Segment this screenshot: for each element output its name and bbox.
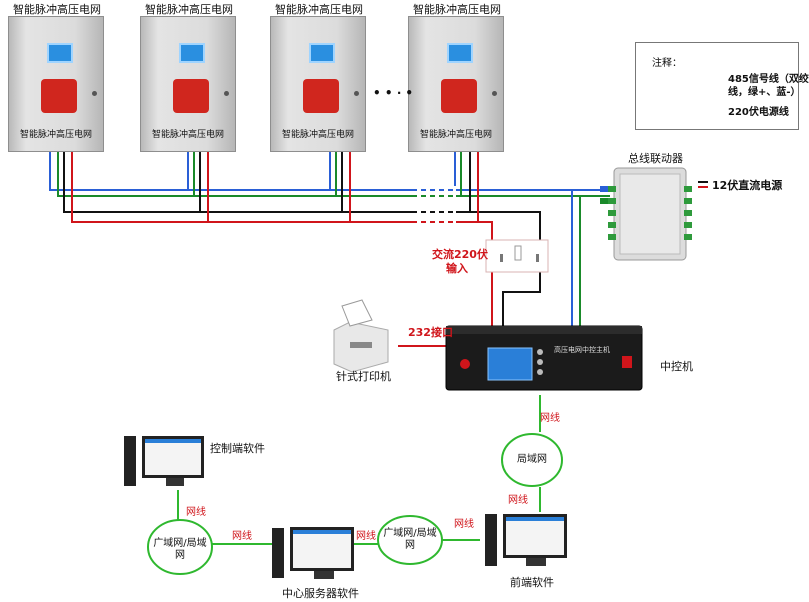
cabinet-panel-label: 智能脉冲高压电网 [281, 130, 354, 140]
cabinet-title: 智能脉冲高压电网 [413, 3, 501, 16]
legend-signal-line-label-2: 线，绿+、蓝-） [728, 87, 801, 98]
blue-bus-line [49, 150, 610, 191]
cabinet-panel-label: 智能脉冲高压电网 [19, 130, 92, 140]
wan-lan-ellipse-left [147, 519, 213, 575]
center-server-label: 中心服务器软件 [282, 587, 359, 600]
lan-ellipse [501, 433, 563, 487]
bus-linker-label: 总线联动器 [628, 152, 683, 165]
cable-label-left: 网线 [232, 531, 252, 542]
cabinet-lock [354, 91, 359, 96]
cabinet-screen [47, 43, 73, 63]
bus-linker-device [600, 167, 692, 261]
control-client-label: 控制端软件 [210, 442, 265, 455]
legend-signal-line-label-1: 485信号线（双绞 [728, 74, 809, 85]
controller-device [445, 325, 643, 391]
printer-device [333, 299, 389, 373]
cabinet-panel-label: 智能脉冲高压电网 [419, 130, 492, 140]
high-voltage-warning-icon [173, 79, 209, 113]
lan-label: 局域网 [517, 454, 547, 465]
cabinet-screen [309, 43, 335, 63]
computer-front-end [485, 514, 567, 566]
cabinet-title: 智能脉冲高压电网 [145, 3, 233, 16]
high-voltage-cabinet-3: 智能脉冲高压电网 智能脉冲高压电网 [270, 3, 366, 152]
ac-input-label-1: 交流220伏 [432, 248, 488, 261]
rs232-port-label: 232接口 [408, 326, 453, 339]
cabinet-lock [492, 91, 497, 96]
cabinet-screen [447, 43, 473, 63]
cabinet-ellipsis: • • ∙ • [373, 86, 414, 100]
black-power-line [63, 150, 541, 330]
dc-power-connector [698, 181, 708, 188]
wan-lan-label-right-2: 网 [405, 540, 415, 551]
computer-center-server [272, 527, 354, 579]
cabinet-screen [179, 43, 205, 63]
printer-label: 针式打印机 [336, 370, 391, 383]
legend-title: 注释： [652, 58, 682, 69]
ac-input-label-2: 输入 [446, 262, 468, 275]
front-end-label: 前端软件 [510, 576, 554, 589]
high-voltage-warning-icon [303, 79, 339, 113]
high-voltage-cabinet-4: 智能脉冲高压电网 智能脉冲高压电网 [408, 3, 504, 152]
legend-box: 注释： 485信号线（双绞 线，绿+、蓝-） 220伏电源线 [635, 42, 809, 130]
dc-power-label: 12伏直流电源 [712, 179, 783, 192]
cabinet-title: 智能脉冲高压电网 [275, 3, 363, 16]
high-voltage-warning-icon [41, 79, 77, 113]
cabinet-panel-label: 智能脉冲高压电网 [151, 130, 224, 140]
wan-lan-ellipse-right [377, 515, 443, 565]
wan-lan-label-left-1: 广域网/局域 [153, 538, 207, 549]
cable-label-controller: 网线 [540, 413, 560, 424]
wan-lan-label-left-2: 网 [175, 550, 185, 561]
wan-lan-label-right-1: 广域网/局域 [383, 528, 437, 539]
controller-panel-text: 高压电网中控主机 [554, 346, 610, 354]
cable-label-control-client: 网线 [186, 507, 206, 518]
computer-control-client [124, 436, 204, 486]
cabinet-lock [224, 91, 229, 96]
cable-label-front-end: 网线 [508, 495, 528, 506]
high-voltage-cabinet-2: 智能脉冲高压电网 智能脉冲高压电网 [140, 3, 236, 152]
power-outlet [485, 239, 549, 273]
red-power-line [71, 150, 493, 330]
network-cable [177, 395, 541, 545]
high-voltage-warning-icon [441, 79, 477, 113]
high-voltage-cabinet-1: 智能脉冲高压电网 智能脉冲高压电网 [8, 3, 104, 152]
cabinet-title: 智能脉冲高压电网 [13, 3, 101, 16]
cabinet-lock [92, 91, 97, 96]
cable-label-middle: 网线 [356, 531, 376, 542]
controller-label: 中控机 [660, 360, 693, 373]
cable-label-right: 网线 [454, 519, 474, 530]
legend-power-line-label: 220伏电源线 [728, 107, 789, 118]
